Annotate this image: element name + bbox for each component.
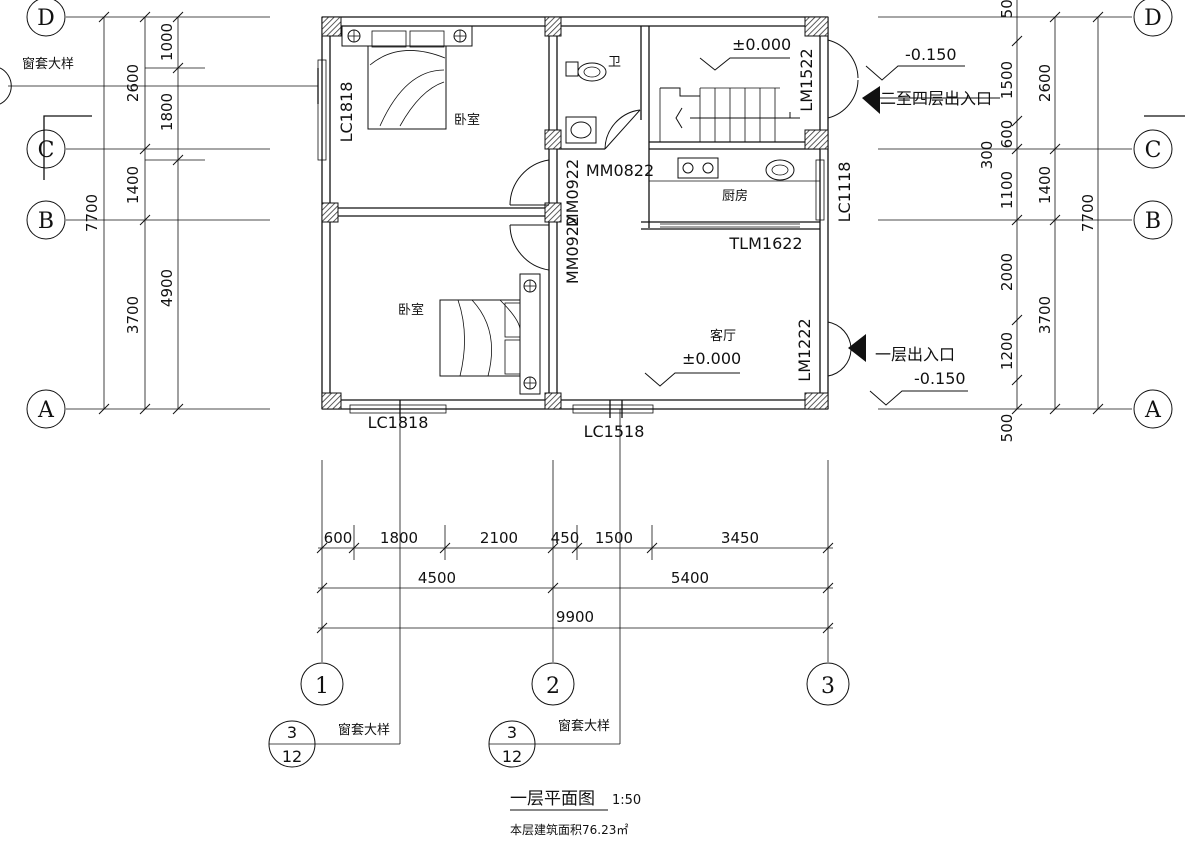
axis-label-d-left: D [37,6,55,31]
axis-label-2: 2 [546,674,560,699]
right-dim-inner-3: 1100 [998,171,1016,209]
room-bedroom-top: 卧室 [454,112,480,128]
dim-2100: 2100 [480,529,518,547]
label-mm0922-b: MM0922 [563,216,582,284]
drawing-title: 一层平面图 [510,789,595,809]
right-dim-inner-5: 1200 [998,332,1016,370]
detail-label-bottom-1: 窗套大样 [338,722,390,738]
axis-label-c-left: C [38,138,55,163]
left-dim-mid-1: 2600 [124,64,142,102]
room-living: 客厅 [710,328,736,344]
right-dim-inner-4: 2000 [998,253,1016,291]
entrance-arrows [848,86,1000,362]
detail-label-left: 窗套大样 [22,56,74,72]
windows [317,59,825,418]
left-dimensions: 7700 2600 1400 3700 1000 1800 4900 [83,11,184,415]
dim-9900: 9900 [556,608,594,626]
level-entry-top: -0.150 [905,45,957,64]
right-dim-inner-2: 600 [998,120,1016,149]
axis-bubbles-bottom: 1 2 3 [300,662,850,706]
right-dim-mid-2: 1400 [1036,166,1054,204]
level-marks [644,57,968,406]
label-mm0822: MM0822 [586,161,654,180]
dim-600: 600 [324,529,353,547]
left-dim-inner-2: 1800 [158,93,176,131]
room-kitchen: 厨房 [722,188,748,204]
furniture [341,25,800,395]
detail-ref-2-sheet: 12 [502,747,522,766]
room-bathroom: 卫 [608,55,621,70]
right-dimensions: 500 1500 600 300 1100 2000 1200 500 2600… [978,0,1104,443]
label-tlm1622: TLM1622 [728,234,802,253]
label-lc1118: LC1118 [835,162,854,223]
right-dim-outer: 7700 [1079,194,1097,232]
axis-label-3: 3 [821,674,835,699]
detail-ref-1-sheet: 12 [282,747,302,766]
label-lc1518: LC1518 [584,422,645,441]
right-dim-inner-1: 1500 [998,61,1016,99]
label-lc1818-bottom: LC1818 [368,413,429,432]
right-dim-mid-1: 2600 [1036,64,1054,102]
detail-ref-1-num: 3 [287,723,297,742]
dim-5400: 5400 [671,569,709,587]
axis-label-d-right: D [1144,6,1162,31]
entrance-lower: 一层出入口 [875,345,955,364]
axis-label-b-right: B [1145,209,1161,234]
label-lc1818-left: LC1818 [337,82,356,143]
section-marks [0,67,1185,180]
doors [509,39,859,377]
room-bedroom-bottom: 卧室 [398,302,424,318]
dim-1800: 1800 [380,529,418,547]
level-labels: ±0.000 ±0.000 -0.150 -0.150 二至四层出入口 一层出入… [682,35,992,388]
left-dim-inner-1: 1000 [158,23,176,61]
drawing-area-note: 本层建筑面积76.23㎡ [510,822,628,837]
axis-label-a-right: A [1144,398,1162,423]
axis-bubbles-left: D C B A [26,0,66,429]
dim-3450: 3450 [721,529,759,547]
detail-references: 3 12 3 12 窗套大样 窗套大样 窗套大样 [22,56,621,768]
right-dim-inner-6: 500 [998,414,1016,443]
right-dim-extra-top: 500 [998,0,1016,18]
axis-label-b-left: B [38,209,54,234]
detail-ref-2-num: 3 [507,723,517,742]
drawing-title-block: 一层平面图 1:50 本层建筑面积76.23㎡ [510,789,641,837]
axis-label-1: 1 [315,674,329,699]
dim-4500: 4500 [418,569,456,587]
left-dim-inner-3: 4900 [158,269,176,307]
right-dim-extra-mid: 300 [978,141,996,170]
level-living: ±0.000 [682,349,741,368]
detail-label-bottom-2: 窗套大样 [558,718,610,734]
left-dim-outer: 7700 [83,194,101,232]
left-dim-mid-2: 1400 [124,166,142,204]
axis-lines [66,16,1132,662]
columns [321,16,829,410]
right-dim-mid-3: 3700 [1036,296,1054,334]
dim-1500: 1500 [595,529,633,547]
label-lm1522: LM1522 [797,48,816,111]
axis-label-c-right: C [1145,138,1162,163]
room-labels: 卧室 卧室 卫 厨房 客厅 [398,55,748,344]
level-stair: ±0.000 [732,35,791,54]
axis-bubbles-right: D C B A [1133,0,1173,429]
drawing-scale: 1:50 [612,793,641,808]
level-entry-bottom: -0.150 [914,369,966,388]
entrance-upper: 二至四层出入口 [880,89,992,108]
label-mm0922-a: MM0922 [563,159,582,227]
axis-label-a-left: A [37,398,55,423]
bottom-dimensions: 600 1800 2100 450 1500 3450 4500 5400 99… [316,525,834,634]
opening-labels: LC1818 LC1818 LC1518 LC1118 MM0822 MM092… [337,48,854,441]
label-lm1222: LM1222 [795,318,814,381]
left-dim-mid-3: 3700 [124,296,142,334]
dim-450: 450 [551,529,580,547]
